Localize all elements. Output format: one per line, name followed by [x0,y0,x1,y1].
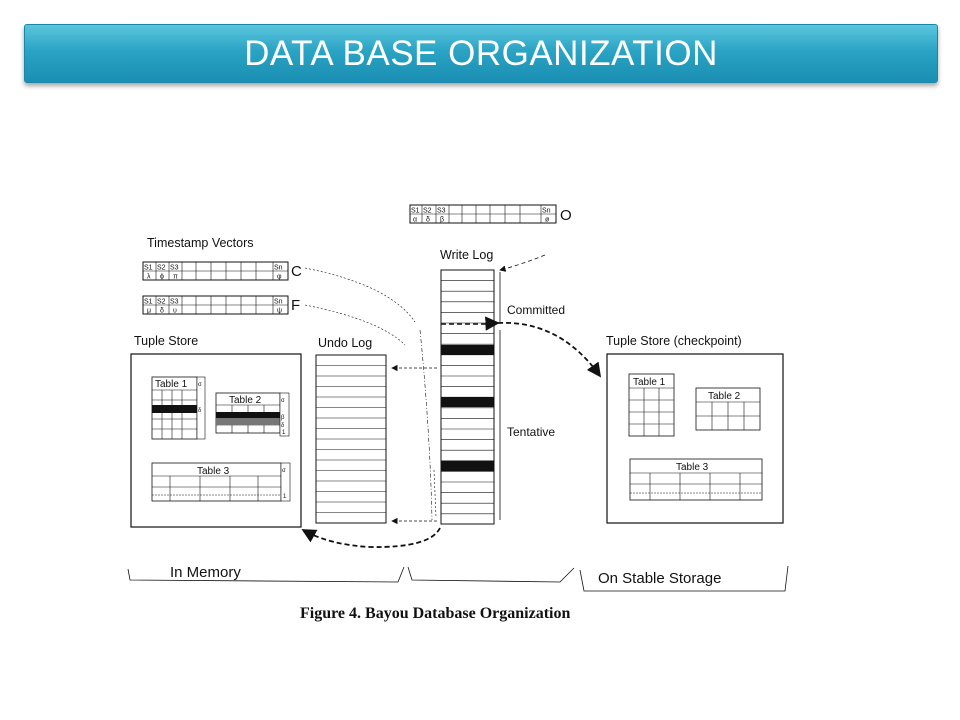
connector-wl-to-tuplestore [301,527,441,548]
ck-table-2: Table 2 [695,387,761,431]
figure-caption: Figure 4. Bayou Database Organization [300,605,570,622]
vector-o-head-2: S2 [423,208,432,215]
tuple-store-memory: Table 1 σ δ Table 2 σ β δ 1 [130,353,302,528]
mem-table-1-mark: σ [198,382,202,388]
mem-table-3-mark: σ [282,468,286,474]
write-log [440,269,495,525]
write-log-entry-dark [441,461,494,471]
vector-c-val-1: λ [147,274,151,281]
write-log-label: Write Log [440,248,493,262]
vector-f-head-2: S2 [157,299,166,306]
vector-f-head-1: S1 [144,299,153,306]
timestamp-vectors-label: Timestamp Vectors [147,236,254,250]
vector-c: S1 S2 S3 Sn λ ϕ π φ C [142,261,302,281]
undo-log [315,354,387,524]
connector-down [433,469,437,518]
mem-table-2-title: Table 2 [229,395,262,406]
vector-f: S1 S2 S3 Sn μ δ υ ψ F [142,295,300,315]
stable-storage-label: On Stable Storage [598,570,721,587]
committed-label: Committed [507,303,565,317]
mem-table-2-mark: σ [281,398,285,404]
vector-o-head-1: S1 [411,208,420,215]
title-bar: DATA BASE ORGANIZATION [24,24,938,83]
middle-bracket [407,566,575,583]
vector-c-head-3: S3 [170,265,179,272]
vector-o-val-3: β [440,217,444,224]
vector-o-val-n: ø [545,217,550,224]
vector-c-head-n: Sn [274,265,283,272]
in-memory-label: In Memory [170,564,241,581]
vector-f-val-3: υ [173,308,177,315]
vector-f-val-n: ψ [277,308,282,315]
vector-f-head-3: S3 [170,299,179,306]
write-log-entry-dark [441,397,494,407]
vector-c-val-3: π [173,274,178,281]
vector-c-head-2: S2 [157,265,166,272]
mem-table-2: Table 2 σ β δ 1 [215,392,290,437]
ck-table-2-title: Table 2 [708,391,741,402]
mem-table-3-title: Table 3 [197,466,230,477]
vector-o-head-n: Sn [542,208,551,215]
mem-table-2-mark: δ [281,423,285,429]
vector-c-label: C [291,263,302,280]
mem-table-3-mark: 1 [283,494,287,500]
mem-table-1-title: Table 1 [155,379,188,390]
mem-table-1: Table 1 σ δ [151,376,206,440]
connectors [301,254,602,548]
vector-f-val-2: δ [160,308,164,315]
connector-dashdot [419,329,433,521]
vector-o-val-2: δ [426,217,430,224]
ck-table-3: Table 3 [629,458,763,501]
connector-c [304,267,416,323]
connector-o-to-writelog [499,254,546,272]
region-brackets [127,565,789,592]
page-title: DATA BASE ORGANIZATION [244,33,718,73]
vector-f-head-n: Sn [274,299,283,306]
in-memory-bracket [127,566,405,583]
connector-f [304,304,406,346]
tuple-store-checkpoint-label: Tuple Store (checkpoint) [606,334,742,348]
mem-table-3: Table 3 σ 1 [151,462,291,502]
undo-log-label: Undo Log [318,336,372,350]
ck-table-3-title: Table 3 [676,462,709,473]
vector-c-head-1: S1 [144,265,153,272]
tuple-store-label: Tuple Store [134,334,198,348]
vector-f-label: F [291,297,300,314]
ck-table-1-title: Table 1 [633,377,666,388]
vector-o: S1 S2 S3 Sn α δ β ø O [409,204,572,224]
vector-c-val-2: ϕ [160,274,164,281]
ck-table-1: Table 1 [628,373,675,437]
vector-f-val-1: μ [147,308,151,315]
vector-o-label: O [560,207,572,224]
mem-table-2-mark: β [281,415,285,421]
tuple-store-checkpoint: Table 1 Table 2 Table 3 [606,353,784,524]
vector-o-head-3: S3 [437,208,446,215]
mem-table-2-mark: 1 [282,430,286,436]
stable-storage-bracket [579,565,789,592]
tentative-label: Tentative [507,425,555,439]
vector-o-val-1: α [413,217,417,224]
connector-committed-checkpoint [485,316,602,378]
write-log-entry-dark [441,345,494,355]
vector-c-val-n: φ [277,274,282,281]
mem-table-1-mark: δ [198,408,202,414]
